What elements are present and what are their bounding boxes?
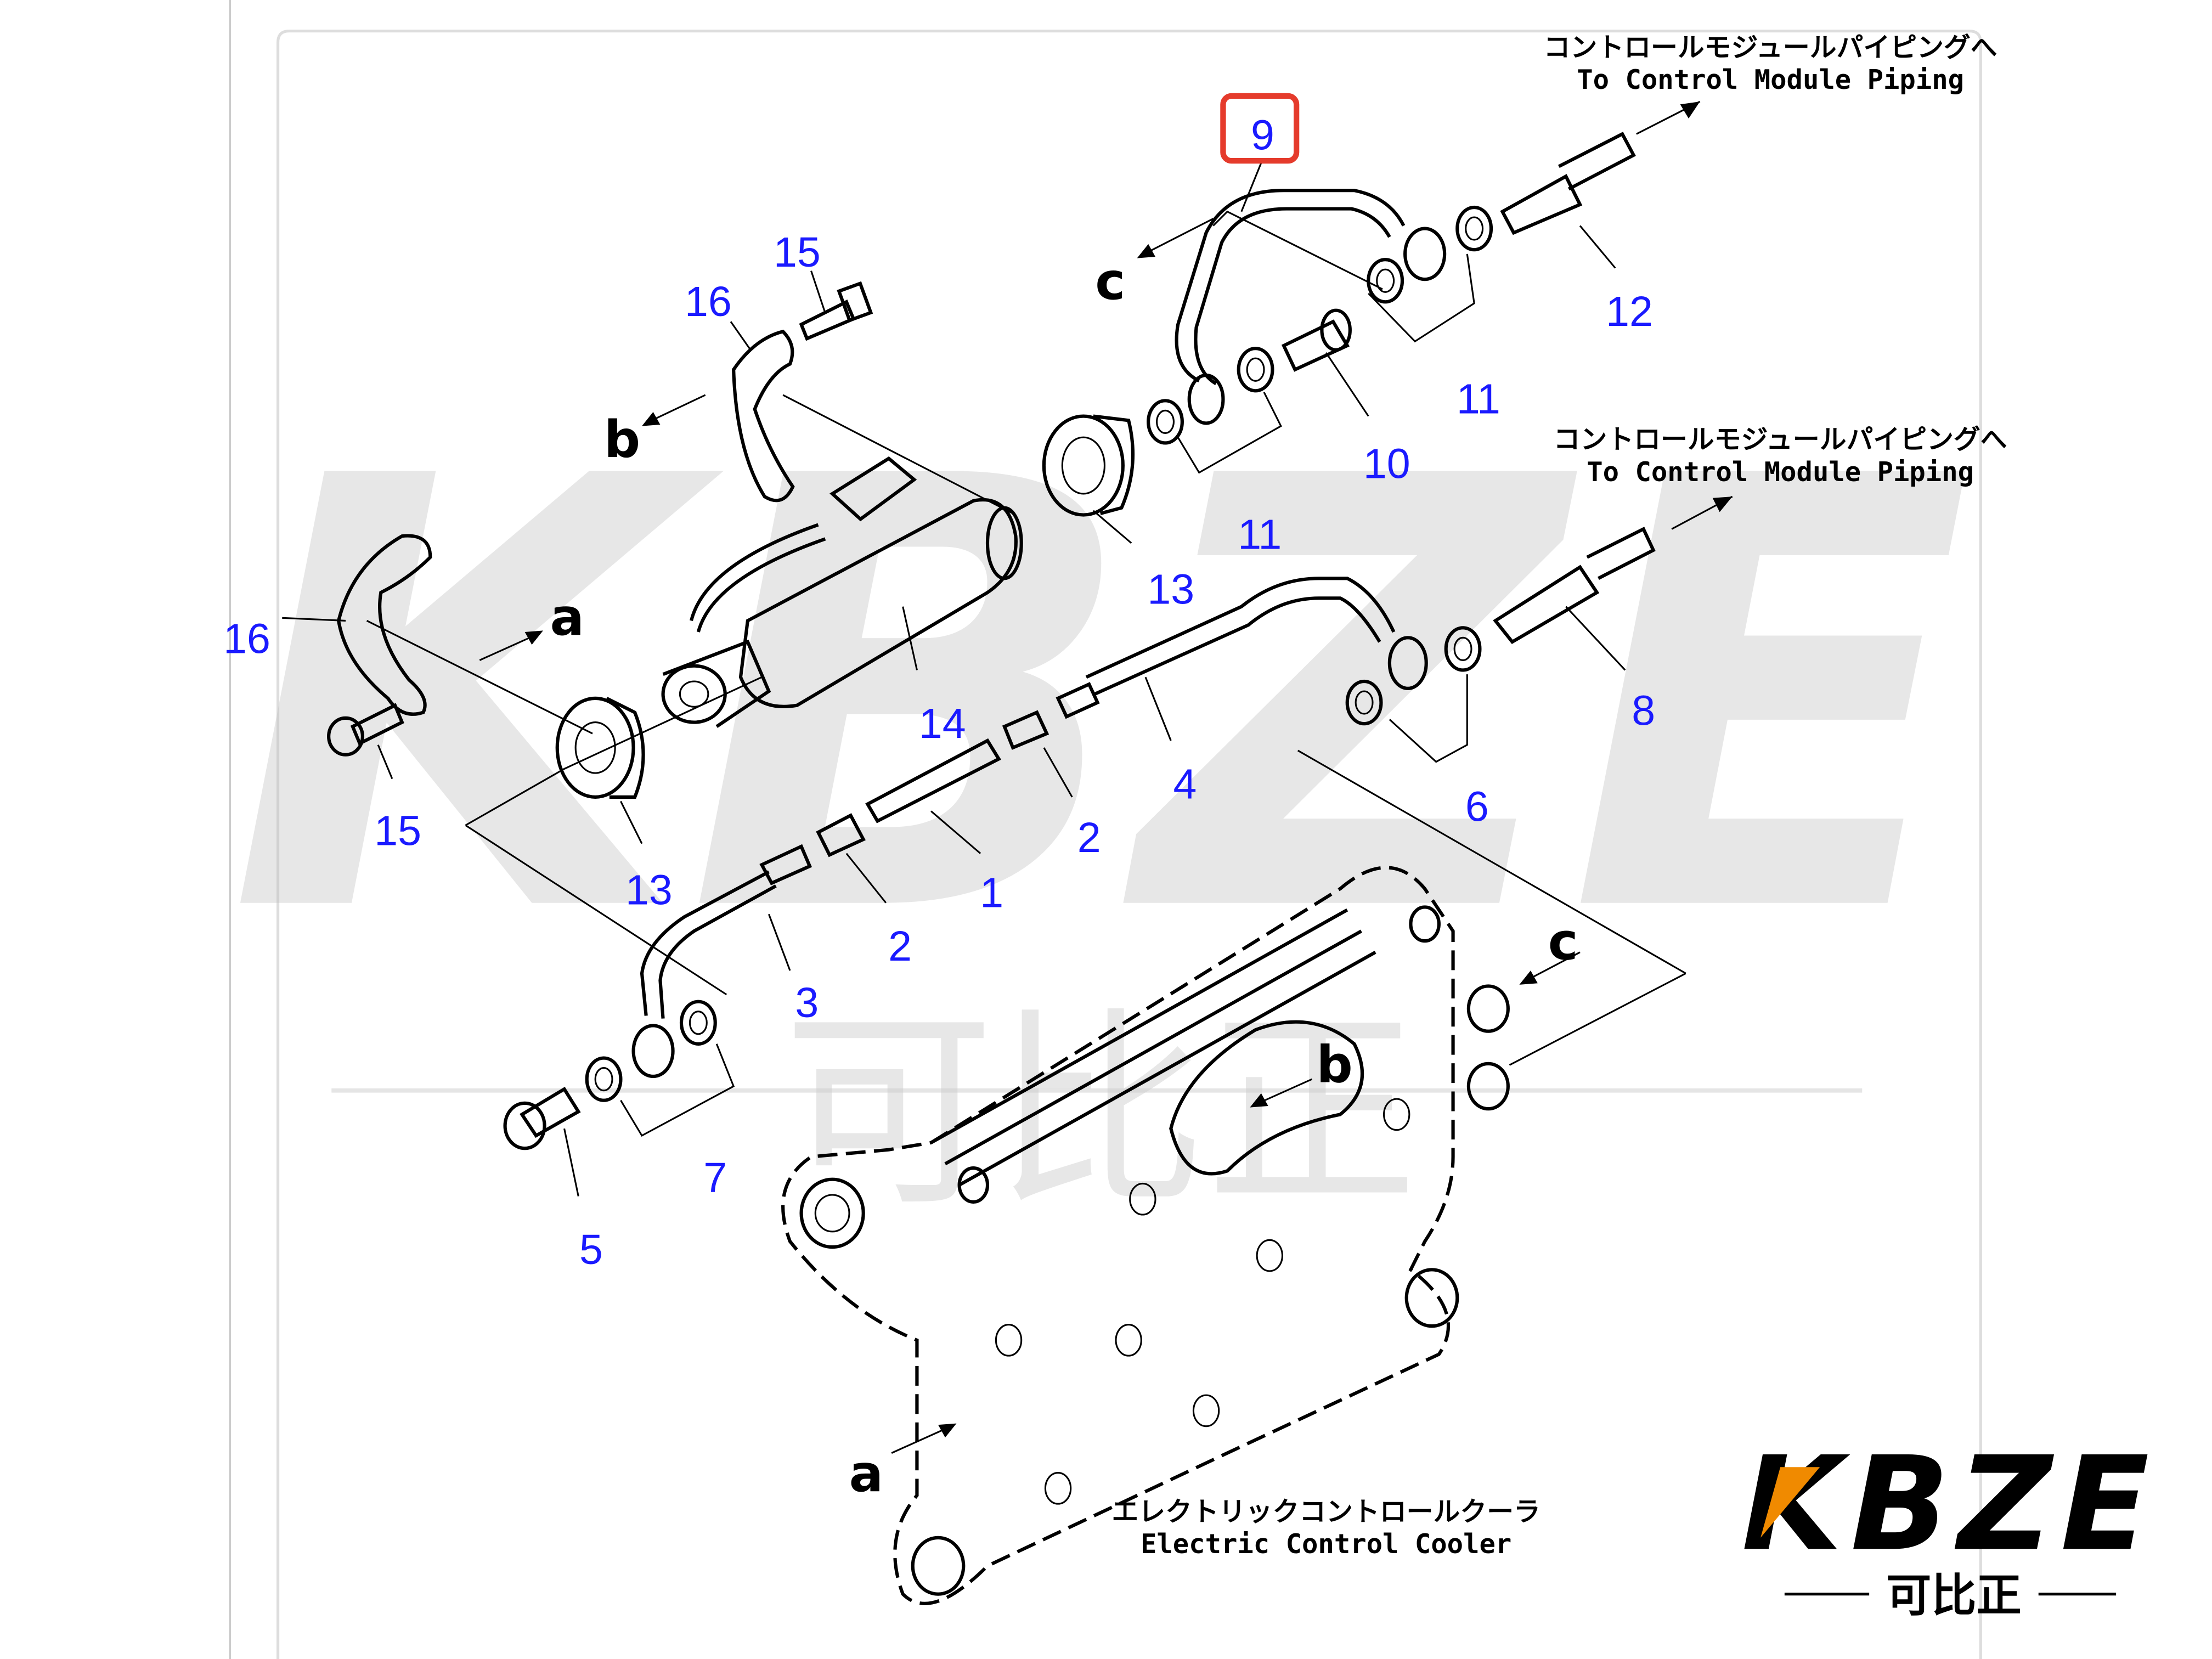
callout-12[interactable]: 12: [1606, 288, 1653, 335]
note-mid-jp: コントロールモジュールパイピングへ: [1554, 424, 2007, 455]
sleeve-2-right: [1002, 710, 1049, 750]
note-bottom-en: Electric Control Cooler: [1141, 1528, 1511, 1560]
callout-3[interactable]: 3: [795, 979, 819, 1026]
letter-b: b: [604, 410, 640, 469]
callout-4[interactable]: 4: [1173, 760, 1197, 808]
note-bottom-jp: エレクトリックコントロールクーラ: [1111, 1496, 1541, 1527]
watermark-brand: KBZE: [228, 353, 1973, 1043]
callout-16[interactable]: 16: [223, 616, 270, 663]
highlight-box-part-9: [1220, 93, 1300, 164]
letter-a: a: [550, 588, 584, 647]
note-top-jp: コントロールモジュールパイピングへ: [1544, 32, 1997, 63]
pipe-4: [1056, 577, 1428, 719]
washers-6: [1345, 626, 1482, 763]
connector-8: [1493, 495, 1733, 645]
bolt-15-top: [799, 281, 873, 341]
electric-control-cooler: [781, 866, 1510, 1605]
page-border: [276, 30, 1982, 1659]
callout-6[interactable]: 6: [1465, 783, 1489, 831]
letter-a: a: [849, 1444, 883, 1503]
letter-c: c: [1095, 252, 1125, 311]
logo-accent: [1760, 1467, 1820, 1538]
bolt-5: [503, 1086, 581, 1150]
pipe-3: [631, 844, 812, 1079]
sleeve-2-left: [816, 813, 866, 857]
pipe-1: [865, 738, 1001, 823]
kbze-logo: KBZE 可比正: [1741, 1428, 2157, 1622]
letter-b: b: [1316, 1035, 1352, 1094]
note-mid-en: To Control Module Piping: [1587, 456, 1974, 488]
connector-12: [1500, 100, 1701, 235]
bolt-10: [1281, 308, 1352, 372]
callout-2[interactable]: 2: [888, 923, 912, 970]
callout-16[interactable]: 16: [685, 278, 732, 325]
washers-7: [585, 1000, 735, 1137]
callout-13[interactable]: 13: [625, 866, 673, 913]
connection-letters: c b a c b a: [550, 252, 1578, 1503]
rubber-13-left: [555, 696, 645, 799]
note-top-en: To Control Module Piping: [1577, 64, 1964, 95]
callout-2[interactable]: 2: [1077, 814, 1101, 861]
bracket-16-top: [732, 329, 795, 503]
bracket-16-left: [336, 534, 432, 716]
callout-8[interactable]: 8: [1632, 687, 1655, 735]
logo-brand: KBZE: [1741, 1428, 2157, 1579]
letter-c: c: [1548, 912, 1578, 972]
watermark: KBZE 可比正: [228, 353, 1973, 1235]
callout-11[interactable]: 11: [1238, 511, 1282, 558]
bolt-15-left: [327, 703, 404, 757]
logo-chinese: 可比正: [1886, 1570, 2022, 1622]
callout-10[interactable]: 10: [1363, 441, 1410, 488]
callout-7[interactable]: 7: [703, 1154, 727, 1201]
callout-13[interactable]: 13: [1147, 566, 1194, 613]
callout-15[interactable]: 15: [774, 229, 821, 276]
callout-14[interactable]: 14: [919, 700, 966, 747]
pipe-9: [1175, 189, 1447, 425]
callout-15[interactable]: 15: [374, 807, 421, 854]
callout-9[interactable]: 9: [1251, 112, 1274, 159]
watermark-chinese: 可比正: [783, 989, 1418, 1235]
washers-11: [1147, 205, 1493, 474]
callout-11[interactable]: 11: [1457, 375, 1500, 422]
callout-5[interactable]: 5: [579, 1226, 603, 1273]
leader-lines: [282, 159, 1686, 1454]
callouts: 9 15 16 12 11 10 11 13 16 14 8 4 6 2 15 …: [223, 112, 1655, 1273]
callout-1[interactable]: 1: [980, 869, 1003, 916]
rubber-13-top: [1042, 414, 1135, 517]
